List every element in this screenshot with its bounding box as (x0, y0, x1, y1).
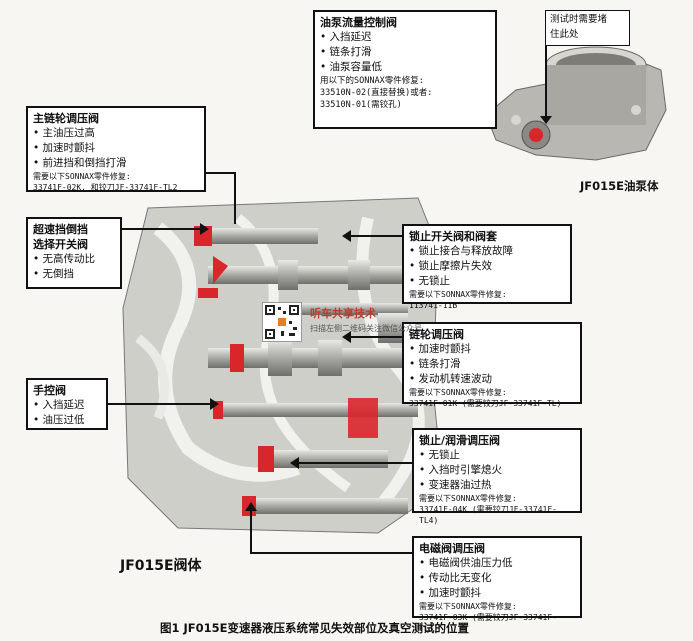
overdrive-title-1: 超速挡倒挡 (33, 223, 88, 236)
watermark-subtitle: 扫描左侧二维码关注微信公众号 (310, 324, 422, 333)
solenoid-regulator-repair: 需要以下SONNAX零件修复: (419, 602, 517, 611)
pump-flow-item: 链条打滑 (320, 45, 490, 60)
main-pulley-parts: 33741F-02K, 和铰刀JF-33741F-TL2 (33, 183, 178, 192)
valve-spool-lockup (208, 256, 408, 290)
pump-flow-valve-box: 油泵流量控制阀 入挡延迟 链条打滑 油泵容量低 用以下的SONNAX零件修复: … (313, 10, 497, 129)
main-pulley-item: 前进挡和倒挡打滑 (33, 156, 199, 171)
manual-valve-item: 油压过低 (33, 413, 101, 428)
solenoid-regulator-box: 电磁阀调压阀 电磁阀供油压力低 传动比无变化 加速时颤抖 需要以下SONNAX零… (412, 536, 582, 633)
main-pulley-title: 主链轮调压阀 (33, 112, 99, 125)
oil-pump-image (485, 46, 667, 161)
pump-flow-part-2: 33510N-01(需铰孔) (320, 100, 402, 110)
lockup-lube-parts: 33741F-04K (需要铰刀JF-33741F-TL4) (419, 505, 557, 525)
pump-flow-valve-title: 油泵流量控制阀 (320, 16, 397, 29)
pump-test-callout: 测试时需要堵 住此处 (545, 10, 630, 46)
overdrive-item: 无倒挡 (33, 267, 115, 282)
manual-valve-title: 手控阀 (33, 384, 66, 397)
pump-flow-part-1: 33510N-02(直接替换)或者: (320, 88, 433, 98)
pump-callout-line-2: 住此处 (550, 29, 579, 40)
solenoid-regulator-item: 电磁阀供油压力低 (419, 556, 575, 571)
lockup-switch-parts: 113741-11B (409, 301, 458, 310)
lockup-lube-item: 无锁止 (419, 448, 575, 463)
valve-spool-pulley (208, 340, 408, 376)
main-pulley-item: 主油压过高 (33, 126, 199, 141)
figure-caption: 图1 JF015E变速器液压系统常见失效部位及真空测试的位置 (160, 621, 469, 635)
lockup-switch-repair: 需要以下SONNAX零件修复: (409, 290, 507, 299)
pulley-regulator-item: 发动机转速波动 (409, 372, 575, 387)
overdrive-item: 无高传动比 (33, 252, 115, 267)
lockup-switch-item: 锁止摩擦片失效 (409, 259, 565, 274)
lockup-lube-item: 变速器油过热 (419, 478, 575, 493)
lockup-switch-item: 锁止接合与释放故障 (409, 244, 565, 259)
pump-flow-repair: 用以下的SONNAX零件修复: (320, 76, 424, 86)
qr-code-icon[interactable] (262, 302, 302, 342)
watermark: 听车共享技术 扫描左侧二维码关注微信公众号 (262, 302, 472, 342)
solenoid-regulator-item: 传动比无变化 (419, 571, 575, 586)
pulley-regulator-title: 链轮调压阀 (409, 328, 464, 341)
pulley-regulator-parts: 33741F-01K (需要铰刀JF-33741F-TL) (409, 399, 562, 408)
lockup-switch-title: 锁止开关阀和阀套 (409, 230, 497, 243)
lockup-switch-item: 无锁止 (409, 274, 565, 289)
overdrive-reverse-valve-box: 超速挡倒挡 选择开关阀 无高传动比 无倒挡 (26, 217, 122, 289)
solenoid-regulator-title: 电磁阀调压阀 (419, 542, 485, 555)
pulley-regulator-item: 加速时颤抖 (409, 342, 575, 357)
pulley-regulator-box: 链轮调压阀 加速时颤抖 链条打滑 发动机转速波动 需要以下SONNAX零件修复:… (402, 322, 582, 408)
main-pulley-item: 加速时颤抖 (33, 141, 199, 156)
valve-body-caption: JF015E阀体 (120, 558, 202, 574)
overdrive-title-2: 选择开关阀 (33, 238, 88, 251)
pump-callout-line-1: 测试时需要堵 (550, 14, 608, 25)
pulley-regulator-repair: 需要以下SONNAX零件修复: (409, 388, 507, 397)
valve-spool-main (194, 226, 318, 246)
valve-spool-manual (213, 401, 418, 419)
lockup-lube-regulator-box: 锁止/润滑调压阀 无锁止 入挡时引擎熄火 变速器油过热 需要以下SONNAX零件… (412, 428, 582, 525)
pump-flow-item: 入挡延迟 (320, 30, 490, 45)
valve-body-image (122, 197, 444, 534)
manual-valve-box: 手控阀 入挡延迟 油压过低 (26, 378, 108, 430)
lockup-switch-valve-box: 锁止开关阀和阀套 锁止接合与释放故障 锁止摩擦片失效 无锁止 需要以下SONNA… (402, 224, 572, 310)
pump-flow-item: 油泵容量低 (320, 60, 490, 75)
lockup-lube-repair: 需要以下SONNAX零件修复: (419, 494, 517, 503)
watermark-title: 听车共享技术 (310, 307, 376, 320)
manual-valve-item: 入挡延迟 (33, 398, 101, 413)
main-pulley-regulator-box: 主链轮调压阀 主油压过高 加速时颤抖 前进挡和倒挡打滑 需要以下SONNAX零件… (26, 106, 206, 192)
lockup-lube-item: 入挡时引擎熄火 (419, 463, 575, 478)
valve-spool-solenoid (242, 496, 408, 516)
solenoid-regulator-item: 加速时颤抖 (419, 586, 575, 601)
solenoid-regulator-parts: 33741F-03K (需要铰刀JF-33741F-TL3) (419, 613, 557, 633)
lockup-lube-title: 锁止/润滑调压阀 (419, 434, 501, 447)
pulley-regulator-item: 链条打滑 (409, 357, 575, 372)
pump-caption: JF015E油泵体 (580, 179, 659, 193)
main-pulley-repair: 需要以下SONNAX零件修复: (33, 172, 131, 181)
